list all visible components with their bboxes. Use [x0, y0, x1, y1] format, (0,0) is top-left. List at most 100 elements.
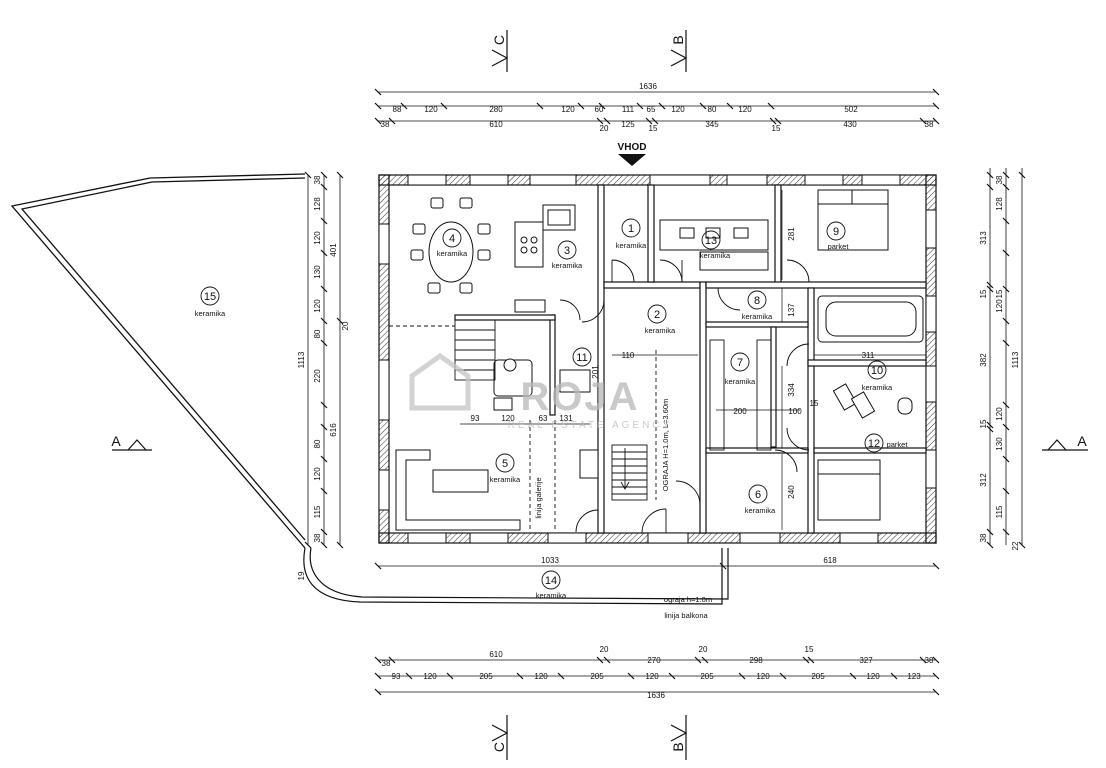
- left-dim-lines: [304, 171, 344, 549]
- dim-label: 334: [787, 383, 796, 397]
- dim-label: 38: [925, 656, 934, 665]
- room-12: 12 parket: [868, 438, 908, 450]
- section-label-bottom-b: B: [670, 742, 686, 751]
- dim-label: 312: [979, 473, 988, 487]
- room-floor-label: keramika: [700, 251, 731, 260]
- dim-label: 270: [647, 656, 661, 665]
- dim-label: 15: [805, 645, 814, 654]
- dim-label: 88: [393, 105, 402, 114]
- interior-dims: 110 93 120 63 131 200 100 15 311 334 137…: [341, 227, 875, 499]
- dim-label: 19: [297, 571, 306, 580]
- dim-label: 125: [621, 120, 635, 129]
- dim-label: 38: [382, 659, 391, 668]
- room-floor-label: keramika: [862, 383, 893, 392]
- dim-label: 120: [645, 672, 659, 681]
- dim-label: 111: [622, 105, 635, 114]
- room-4: 4 keramika: [437, 233, 468, 258]
- room-3: 3 keramika: [552, 245, 583, 270]
- dim-label: 120: [501, 414, 515, 423]
- dim-label: 240: [787, 485, 796, 499]
- room-number: 15: [204, 291, 216, 303]
- dim-label: 120: [738, 105, 752, 114]
- dim-label: 80: [313, 439, 322, 448]
- interior-dim-lines: [460, 190, 926, 530]
- dim-label: 120: [423, 672, 437, 681]
- dim-label: 60: [595, 105, 604, 114]
- dim-label: 1113: [1011, 351, 1020, 368]
- dim-label: 205: [590, 672, 604, 681]
- dim-label: 80: [708, 105, 717, 114]
- room-number: 8: [754, 295, 760, 307]
- dim-label: 115: [313, 505, 322, 518]
- watermark-subtext: REAL ESTATE AGENCY: [508, 420, 672, 431]
- room-14: 14 keramika: [536, 575, 567, 600]
- section-markers: [112, 30, 1088, 760]
- dim-label: 280: [489, 105, 503, 114]
- room-number: 9: [833, 226, 839, 238]
- room-floor-label: keramika: [725, 377, 756, 386]
- room-number: 5: [502, 458, 508, 470]
- dim-label: 1636: [647, 691, 665, 700]
- dim-label: 1113: [297, 351, 306, 368]
- room-floor-label: keramika: [437, 249, 468, 258]
- room-7: 7 keramika: [725, 357, 756, 386]
- dim-label: 120: [561, 105, 575, 114]
- room-8: 8 keramika: [742, 295, 773, 321]
- stairs: [454, 319, 772, 501]
- top-dim-row2: 38 610 20 125 15 345 15 430 38: [381, 120, 934, 133]
- room-number: 13: [705, 235, 717, 247]
- dim-label: 137: [787, 303, 796, 317]
- dim-label: 15: [979, 419, 988, 428]
- top-dim-row1: 88 120 280 120 60 111 65 120 80 120 502: [393, 105, 859, 114]
- room-13: 13 keramika: [700, 235, 731, 260]
- dim-label: 38: [313, 533, 322, 542]
- section-label-right-a: A: [1077, 433, 1087, 449]
- watermark-text: ROJA: [520, 375, 639, 419]
- dim-label: 131: [559, 414, 573, 423]
- room-floor-label: keramika: [616, 241, 647, 250]
- dim-label: 345: [705, 120, 719, 129]
- dim-label: 15: [810, 399, 819, 408]
- dim-label: 20: [600, 645, 609, 654]
- dim-label: 20: [699, 645, 708, 654]
- dim-label: 1033: [541, 556, 559, 565]
- room-11: 11: [576, 352, 587, 364]
- dim-label: 610: [489, 120, 503, 129]
- dim-label: 120: [756, 672, 770, 681]
- room-number: 10: [871, 365, 883, 377]
- top-dimensions: [374, 88, 940, 125]
- dim-label: 100: [788, 407, 802, 416]
- dim-label: 115: [995, 505, 1004, 518]
- room-floor-label: keramika: [742, 312, 773, 321]
- ograja-stair-note: OGRAJA H=1.0m, L=3.60m: [661, 399, 670, 492]
- room-number: 12: [868, 438, 880, 450]
- dim-label: 220: [313, 369, 322, 383]
- dim-label: 38: [995, 175, 1004, 184]
- room-number: 1: [628, 223, 634, 235]
- interior-walls: [454, 184, 927, 534]
- room-floor-label: parket: [887, 440, 909, 449]
- dim-label: 201: [591, 365, 600, 379]
- dim-label: 120: [671, 105, 685, 114]
- dim-label: 15: [772, 124, 781, 133]
- room-floor-label: keramika: [745, 506, 776, 515]
- dim-label: 15: [649, 124, 658, 133]
- dim-label: 120: [866, 672, 880, 681]
- furniture: [395, 189, 924, 531]
- dim-label: 130: [313, 265, 322, 279]
- dim-label: 120: [313, 467, 322, 481]
- section-label-left-a: A: [111, 433, 121, 449]
- dim-label: 38: [381, 120, 390, 129]
- windows: [378, 174, 937, 544]
- dim-label: 382: [979, 353, 988, 367]
- dim-label: 22: [1011, 541, 1020, 550]
- dim-label: 298: [749, 656, 763, 665]
- room-1: 1 keramika: [616, 223, 647, 250]
- dim-label: 20: [600, 124, 609, 133]
- entrance-label: VHOD: [618, 142, 647, 153]
- room-9: 9 parket: [828, 226, 850, 251]
- dim-label: 120: [313, 231, 322, 245]
- balcony-railing-note: ograja h=1.0m: [664, 595, 712, 604]
- gallery-line: [389, 325, 657, 530]
- dim-label: 130: [995, 437, 1004, 451]
